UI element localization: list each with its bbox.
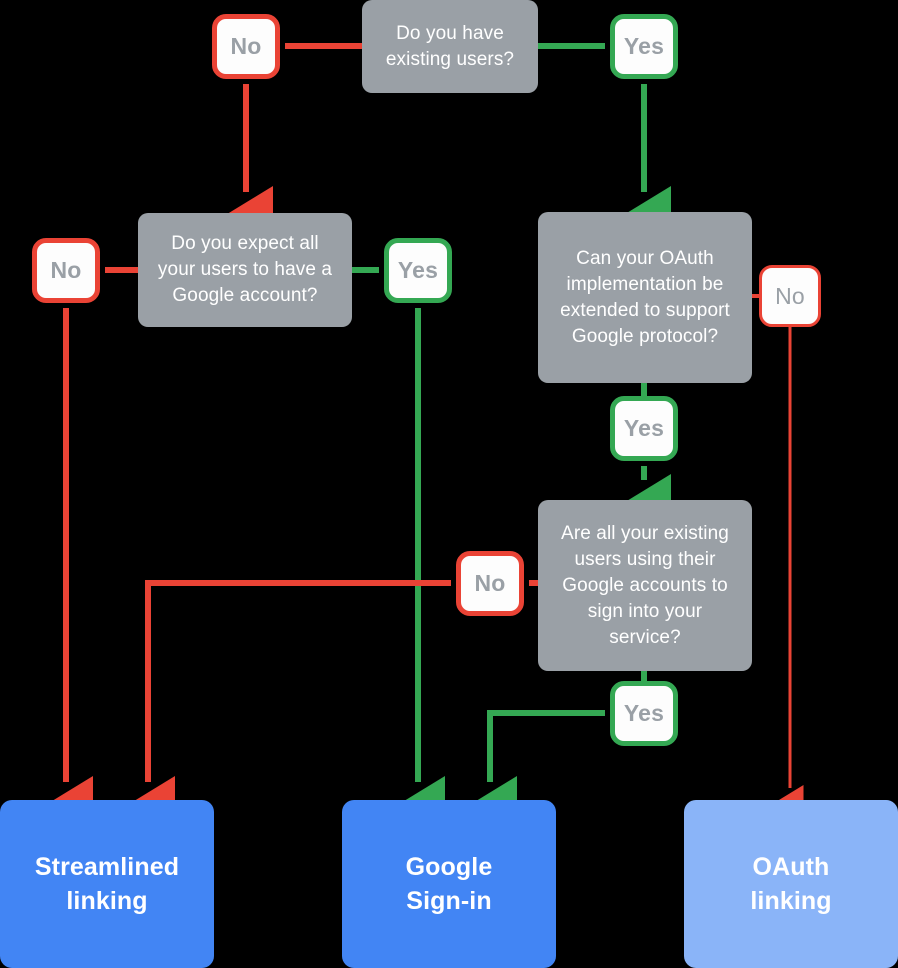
answer-pill-q2-yes-label: Yes bbox=[397, 257, 439, 283]
answer-pill-q4-no-label: No bbox=[474, 570, 506, 596]
answer-pill-q2-no[interactable]: No bbox=[32, 238, 100, 303]
decision-node-users-google-signin-label: Are all your existing users using their … bbox=[561, 522, 729, 648]
outcome-google-sign-in-line2: Sign-in bbox=[406, 887, 492, 915]
answer-pill-q2-no-label: No bbox=[50, 257, 82, 283]
answer-pill-q4-yes[interactable]: Yes bbox=[610, 681, 678, 746]
answer-pill-q4-yes-label: Yes bbox=[623, 700, 665, 726]
outcome-google-sign-in-line1: Google bbox=[405, 853, 493, 881]
answer-pill-q3-yes[interactable]: Yes bbox=[610, 396, 678, 461]
outcome-streamlined-linking-line1: Streamlined bbox=[34, 853, 180, 881]
decision-node-google-account[interactable]: Do you expect all your users to have a G… bbox=[138, 213, 352, 327]
decision-node-users-google-signin[interactable]: Are all your existing users using their … bbox=[538, 500, 752, 671]
outcome-google-sign-in-label: Google Sign-in bbox=[406, 850, 493, 918]
answer-pill-q3-no-label: No bbox=[775, 282, 805, 309]
outcome-google-sign-in[interactable]: Google Sign-in bbox=[342, 800, 556, 968]
decision-node-existing-users[interactable]: Do you have existing users? bbox=[362, 0, 538, 93]
answer-pill-q3-no[interactable]: No bbox=[759, 265, 821, 327]
decision-node-google-account-label: Do you expect all your users to have a G… bbox=[157, 233, 333, 306]
outcome-oauth-linking[interactable]: OAuth linking bbox=[684, 800, 898, 968]
answer-pill-q4-no[interactable]: No bbox=[456, 551, 524, 616]
answer-pill-q3-yes-label: Yes bbox=[623, 415, 665, 441]
answer-pill-q1-no-label: No bbox=[230, 33, 262, 59]
decision-node-oauth-extendable[interactable]: Can your OAuth implementation be extende… bbox=[538, 212, 752, 383]
outcome-oauth-linking-label: OAuth linking bbox=[750, 850, 831, 918]
answer-pill-q1-yes[interactable]: Yes bbox=[610, 14, 678, 79]
outcome-streamlined-linking-label: Streamlined linking bbox=[35, 850, 179, 918]
edge-q4-yes-to-signin bbox=[463, 710, 605, 842]
answer-pill-q2-yes[interactable]: Yes bbox=[384, 238, 452, 303]
edge-q4-no-to-streamlined bbox=[121, 580, 451, 842]
answer-pill-q1-no[interactable]: No bbox=[212, 14, 280, 79]
decision-node-oauth-extendable-label: Can your OAuth implementation be extende… bbox=[560, 247, 730, 347]
outcome-oauth-linking-line1: OAuth bbox=[752, 853, 830, 881]
outcome-streamlined-linking[interactable]: Streamlined linking bbox=[0, 800, 214, 968]
answer-pill-q1-yes-label: Yes bbox=[623, 33, 665, 59]
decision-node-existing-users-label: Do you have existing users? bbox=[385, 22, 515, 70]
outcome-oauth-linking-line2: linking bbox=[750, 887, 832, 915]
outcome-streamlined-linking-line2: linking bbox=[66, 887, 148, 915]
